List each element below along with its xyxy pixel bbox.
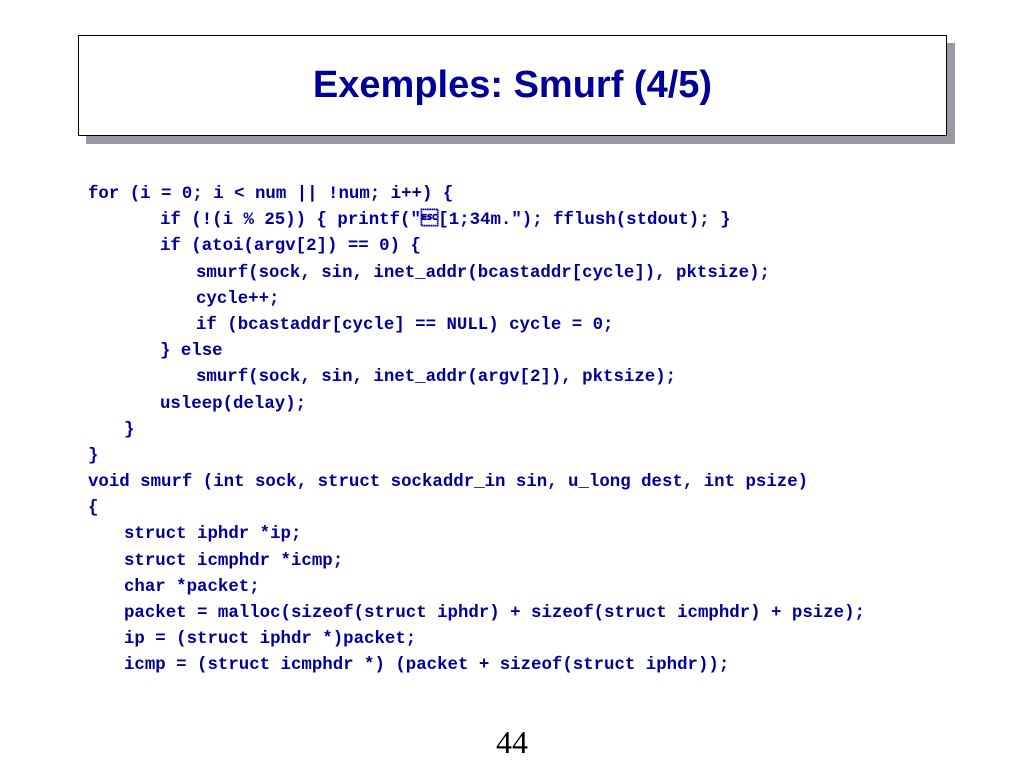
code-line: } (124, 420, 135, 440)
code-line: smurf(sock, sin, inet_addr(argv[2]), pkt… (196, 368, 677, 388)
code-line: ip = (struct iphdr *)packet; (124, 630, 417, 649)
code-line: struct iphdr *ip; (124, 525, 302, 545)
page-number: 44 (496, 724, 528, 760)
slide-title: Exemples: Smurf (4/5) (312, 64, 713, 106)
code-line: packet = malloc(sizeof(struct iphdr) + s… (124, 604, 865, 623)
code-line: } (88, 446, 99, 466)
code-line: if (bcastaddr[cycle] == NULL) cycle = 0; (196, 315, 614, 335)
code-line: } else (160, 342, 223, 362)
code-line: cycle++; (196, 289, 280, 309)
code-line: if (atoi(argv[2]) == 0) { (160, 237, 421, 257)
title-box: Exemples: Smurf (4/5) (78, 35, 947, 136)
code-line: { (88, 499, 99, 519)
code-line: if (!(i % 25)) { printf("[1;34m."); ffl… (160, 211, 731, 231)
code-line: void smurf (int sock, struct sockaddr_in… (88, 473, 809, 493)
code-line: smurf(sock, sin, inet_addr(bcastaddr[cyc… (196, 263, 770, 283)
code-line: usleep(delay); (160, 394, 307, 414)
code-line: struct icmphdr *icmp; (124, 551, 344, 571)
code-line: for (i = 0; i < num || !num; i++) { (88, 185, 454, 204)
code-line: char *packet; (124, 577, 260, 597)
code-block: for (i = 0; i < num || !num; i++) { if (… (88, 182, 948, 679)
code-line: icmp = (struct icmphdr *) (packet + size… (124, 656, 730, 676)
